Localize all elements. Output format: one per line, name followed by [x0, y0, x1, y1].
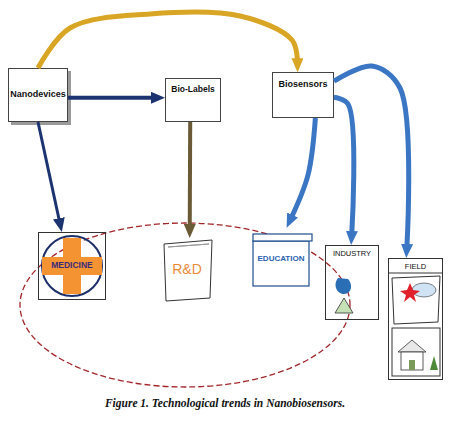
cloud-symbol	[412, 283, 436, 297]
rnd-icon: R&D	[160, 238, 214, 302]
group-ellipse	[20, 223, 350, 387]
connector-arrow	[38, 12, 298, 68]
node-label: Bio-Labels	[171, 85, 214, 94]
industry-icon: INDUSTRY	[325, 245, 379, 320]
house-wall	[401, 352, 423, 370]
education-icon: EDUCATION	[250, 228, 312, 290]
scroll-body	[253, 241, 309, 286]
tree-symbol	[430, 356, 438, 370]
figure-caption: Figure 1. Technological trends in Nanobi…	[0, 397, 450, 409]
node-label: EDUCATION	[258, 255, 305, 264]
process-box: Nanodevices	[8, 68, 68, 122]
process-box: Biosensors	[272, 72, 334, 118]
connector-arrow	[38, 122, 60, 222]
node-label: INDUSTRY	[333, 250, 371, 258]
sky-panel	[392, 276, 440, 324]
industry-blob	[336, 278, 352, 294]
house-panel	[392, 328, 440, 376]
sun-symbol	[400, 283, 420, 302]
house-roof	[398, 340, 426, 352]
page-fold	[168, 244, 209, 247]
cross-horizontal	[42, 257, 102, 275]
field-divider	[388, 273, 443, 274]
connector-arrow	[334, 66, 409, 248]
connector-arrow	[291, 118, 316, 219]
scroll-roll	[253, 234, 312, 241]
process-box: Bio-Labels	[165, 78, 221, 122]
node-label: FIELD	[405, 263, 426, 271]
node-label: Nanodevices	[10, 90, 66, 100]
field-icon: FIELD	[388, 258, 443, 380]
industry-triangle	[335, 298, 353, 313]
node-label: Biosensors	[278, 80, 327, 90]
house-door	[409, 360, 415, 370]
page-icon	[164, 240, 212, 301]
connector-arrow	[68, 96, 155, 100]
node-label: MEDICINE	[51, 261, 93, 270]
connector-arrow	[334, 97, 354, 235]
node-label: R&D	[172, 262, 202, 277]
medicine-circle	[42, 236, 102, 296]
medicine-icon: MEDICINE	[38, 232, 106, 300]
connector-arrow	[188, 122, 192, 228]
